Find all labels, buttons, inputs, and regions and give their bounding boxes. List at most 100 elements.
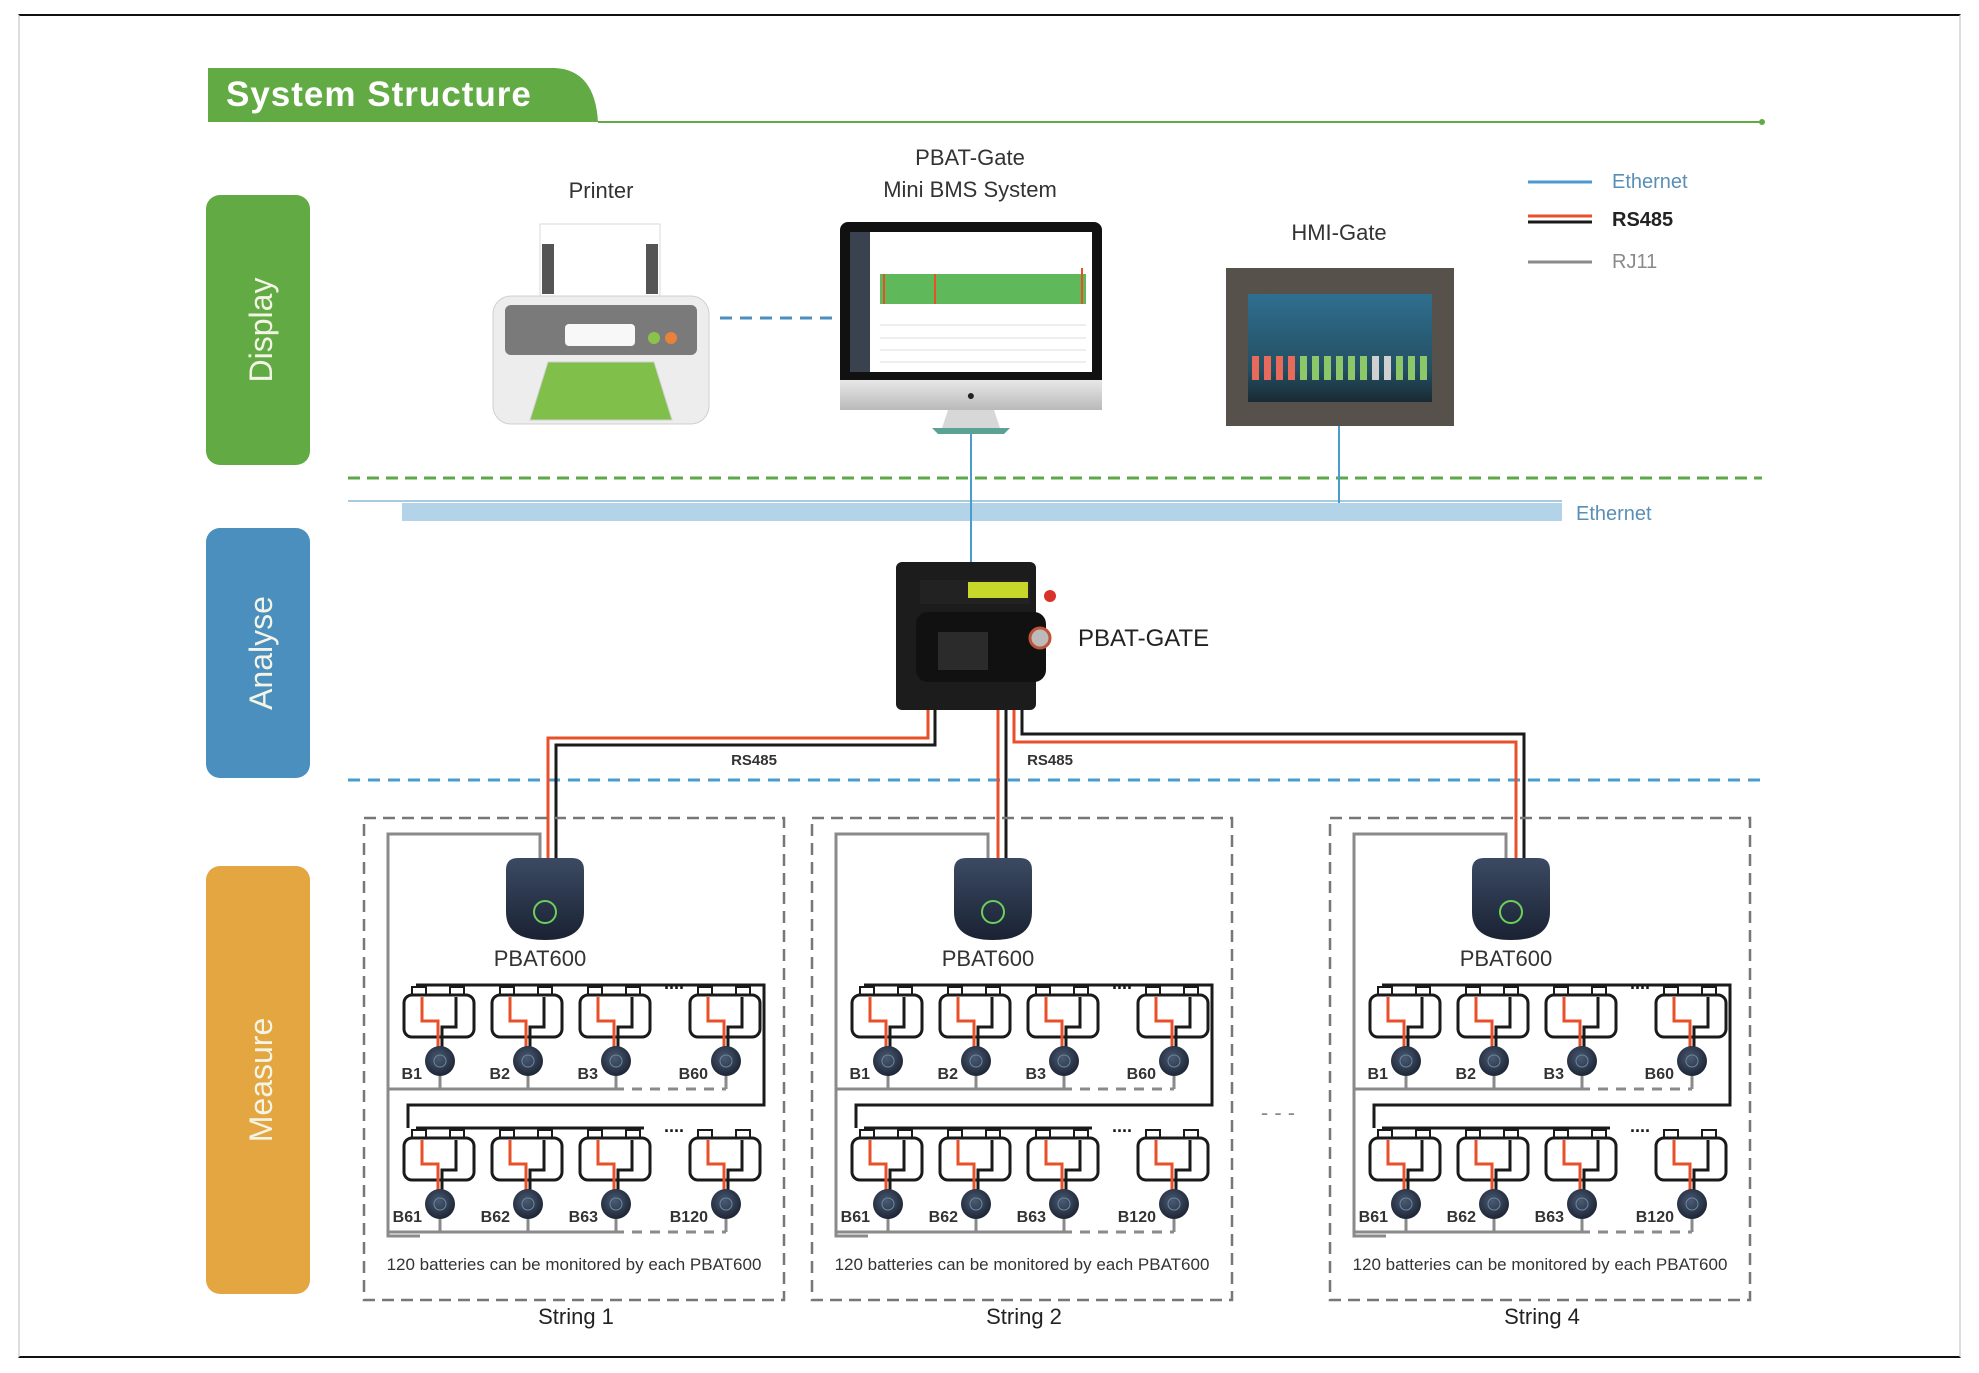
battery-cell: B62 bbox=[481, 1129, 564, 1232]
rs485-label-left: RS485 bbox=[731, 752, 777, 769]
layer-measure-label: Measure bbox=[243, 1018, 279, 1143]
battery-cell: B61 bbox=[1359, 1129, 1442, 1232]
battery-label: B1 bbox=[850, 1066, 871, 1083]
sensor-ring bbox=[609, 1054, 623, 1068]
battery-sensor-icon bbox=[1567, 1189, 1597, 1219]
sensor-ring bbox=[1399, 1197, 1413, 1211]
battery-sensor-icon bbox=[961, 1189, 991, 1219]
battery-cell: B63 bbox=[569, 1129, 652, 1232]
battery-sensor-icon bbox=[601, 1046, 631, 1076]
negative-terminal bbox=[1415, 1129, 1431, 1139]
pbat600-indicator-icon bbox=[533, 900, 557, 924]
string-capacity-note: 120 batteries can be monitored by each P… bbox=[835, 1255, 1210, 1274]
battery-sensor-icon bbox=[1677, 1046, 1707, 1076]
battery-label: B61 bbox=[393, 1209, 422, 1226]
battery-sensor-icon bbox=[1479, 1189, 1509, 1219]
sensor-ring bbox=[1685, 1197, 1699, 1211]
battery-cell: B3 bbox=[578, 986, 652, 1089]
sense-wire-positive bbox=[1154, 1140, 1174, 1194]
battery-cell: B120 bbox=[1636, 1129, 1728, 1232]
sensor-ring bbox=[881, 1054, 895, 1068]
battery-label: B120 bbox=[1118, 1209, 1156, 1226]
battery-sensor-icon bbox=[711, 1046, 741, 1076]
sense-wire-negative bbox=[616, 997, 634, 1051]
sense-wire-negative bbox=[1692, 997, 1710, 1051]
positive-terminal bbox=[1377, 986, 1393, 996]
battery-sensor-icon bbox=[1159, 1189, 1189, 1219]
positive-terminal bbox=[411, 986, 427, 996]
battery-cell: B62 bbox=[1447, 1129, 1530, 1232]
positive-terminal bbox=[1035, 1129, 1051, 1139]
sensor-ring bbox=[1399, 1054, 1413, 1068]
sense-wire-negative bbox=[1582, 997, 1600, 1051]
ethernet-bus bbox=[402, 503, 1562, 521]
positive-terminal bbox=[499, 986, 515, 996]
battery-label: B120 bbox=[670, 1209, 708, 1226]
battery-label: B3 bbox=[578, 1066, 599, 1083]
positive-terminal bbox=[1145, 986, 1161, 996]
positive-terminal bbox=[1663, 986, 1679, 996]
string-capacity-note: 120 batteries can be monitored by each P… bbox=[1353, 1255, 1728, 1274]
negative-terminal bbox=[985, 1129, 1001, 1139]
pbat-gate-label: PBAT-GATE bbox=[1078, 625, 1209, 652]
battery-label: B63 bbox=[569, 1209, 598, 1226]
sense-wire-positive bbox=[868, 997, 888, 1051]
negative-terminal bbox=[1073, 986, 1089, 996]
positive-terminal bbox=[947, 1129, 963, 1139]
battery-cell: B2 bbox=[490, 986, 564, 1089]
negative-terminal bbox=[1415, 986, 1431, 996]
sense-wire-negative bbox=[1582, 1140, 1600, 1194]
battery-sensor-icon bbox=[1159, 1046, 1189, 1076]
battery-cell: B62 bbox=[929, 1129, 1012, 1232]
battery-label: B1 bbox=[402, 1066, 423, 1083]
sensor-ring bbox=[433, 1197, 447, 1211]
battery-label: B62 bbox=[1447, 1209, 1476, 1226]
positive-terminal bbox=[1377, 1129, 1393, 1139]
legend-ethernet-label: Ethernet bbox=[1612, 171, 1688, 193]
ellipsis: .... bbox=[1630, 973, 1650, 993]
sense-wire-negative bbox=[1494, 1140, 1512, 1194]
negative-terminal bbox=[1503, 986, 1519, 996]
battery-bus bbox=[1372, 983, 1732, 1128]
page-title: System Structure bbox=[226, 75, 532, 114]
battery-sensor-icon bbox=[1391, 1189, 1421, 1219]
sensor-ring bbox=[1057, 1197, 1071, 1211]
negative-terminal bbox=[1591, 986, 1607, 996]
pbat600-label: PBAT600 bbox=[1460, 946, 1553, 971]
negative-terminal bbox=[1701, 986, 1717, 996]
sense-wire-positive bbox=[956, 1140, 976, 1194]
battery-label: B1 bbox=[1368, 1066, 1389, 1083]
pbat600-label: PBAT600 bbox=[942, 946, 1035, 971]
negative-terminal bbox=[449, 1129, 465, 1139]
ellipsis: .... bbox=[1112, 973, 1132, 993]
battery-sensor-icon bbox=[1567, 1046, 1597, 1076]
svg-text:●: ● bbox=[967, 387, 975, 403]
ethernet-bus-label: Ethernet bbox=[1576, 503, 1652, 525]
ellipsis: .... bbox=[1112, 1116, 1132, 1136]
negative-terminal bbox=[1591, 1129, 1607, 1139]
battery-cell: B60 bbox=[1645, 986, 1728, 1089]
bms-monitor: PBAT-Gate Mini BMS System ● bbox=[840, 145, 1102, 434]
sensor-ring bbox=[609, 1197, 623, 1211]
sense-wire-positive bbox=[1474, 1140, 1494, 1194]
sensor-ring bbox=[719, 1054, 733, 1068]
battery-sensor-icon bbox=[513, 1189, 543, 1219]
positive-terminal bbox=[587, 1129, 603, 1139]
battery-cell: B120 bbox=[1118, 1129, 1210, 1232]
battery-sensor-icon bbox=[873, 1046, 903, 1076]
sense-wire-negative bbox=[1174, 1140, 1192, 1194]
battery-cell: B1 bbox=[1368, 986, 1442, 1089]
sensor-ring bbox=[521, 1054, 535, 1068]
sense-wire-positive bbox=[1154, 997, 1174, 1051]
negative-terminal bbox=[1701, 1129, 1717, 1139]
ellipsis: .... bbox=[1630, 1116, 1650, 1136]
battery-sensor-icon bbox=[1677, 1189, 1707, 1219]
sense-wire-positive bbox=[1044, 1140, 1064, 1194]
string-boundary bbox=[1328, 816, 1752, 1302]
battery-label: B3 bbox=[1544, 1066, 1565, 1083]
negative-terminal bbox=[1183, 1129, 1199, 1139]
strings-gap-marker: - - - bbox=[1261, 1100, 1295, 1125]
positive-terminal bbox=[587, 986, 603, 996]
sense-wire-positive bbox=[1562, 1140, 1582, 1194]
